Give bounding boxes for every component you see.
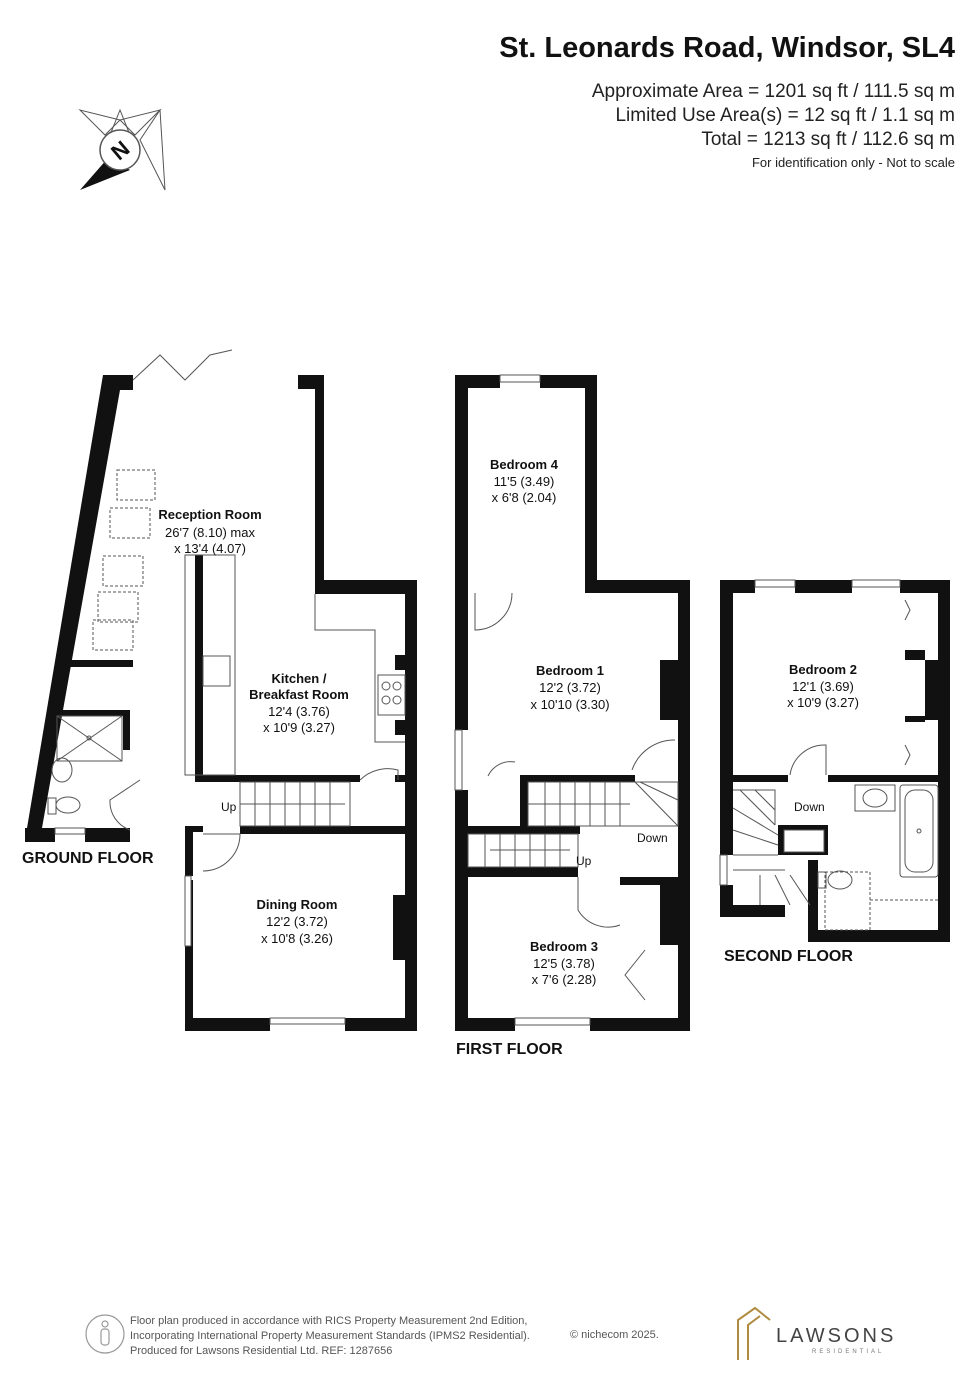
- reception-room-dim2: x 13'4 (4.07): [174, 541, 246, 556]
- compass-icon: N: [78, 108, 166, 191]
- second-floor-label: SECOND FLOOR: [724, 948, 853, 965]
- first-floor-fixtures: [454, 374, 679, 1026]
- bedroom-4-dim2: x 6'8 (2.04): [492, 490, 557, 505]
- footer-notes: Floor plan produced in accordance with R…: [130, 1314, 530, 1359]
- scale-note: For identification only - Not to scale: [751, 155, 955, 170]
- second-floor-fixtures: [719, 579, 939, 931]
- info-person-icon: [85, 1314, 125, 1354]
- footer-line-3: Produced for Lawsons Residential Ltd. RE…: [130, 1345, 393, 1357]
- ground-floor-label: GROUND FLOOR: [22, 850, 154, 867]
- dining-room-label: Dining Room: [257, 897, 338, 912]
- bedroom-3-dim1: 12'5 (3.78): [533, 956, 595, 971]
- first-floor-label: FIRST FLOOR: [456, 1041, 563, 1058]
- dining-room-dim2: x 10'8 (3.26): [261, 931, 333, 946]
- lawsons-logo-icon: [737, 1306, 771, 1360]
- first-floor-walls: [455, 375, 690, 1031]
- total-area: Total = 1213 sq ft / 112.6 sq m: [701, 129, 955, 150]
- first-stairs-down: Down: [637, 831, 668, 845]
- kitchen-dim1: 12'4 (3.76): [268, 704, 330, 719]
- footer-line-1: Floor plan produced in accordance with R…: [130, 1315, 528, 1327]
- ground-stairs-up: Up: [221, 800, 237, 814]
- reception-room-label: Reception Room: [158, 507, 261, 522]
- bedroom-3-label: Bedroom 3: [530, 939, 598, 954]
- second-stairs-down: Down: [794, 800, 825, 814]
- bedroom-1-label: Bedroom 1: [536, 663, 604, 678]
- kitchen-label-1: Kitchen /: [272, 671, 327, 686]
- property-title: St. Leonards Road, Windsor, SL4: [499, 32, 955, 64]
- bedroom-4-label: Bedroom 4: [490, 457, 559, 472]
- copyright: © nichecom 2025.: [570, 1329, 659, 1341]
- approximate-area: Approximate Area = 1201 sq ft / 111.5 sq…: [591, 81, 955, 102]
- ground-floor-fixtures: [47, 349, 406, 1025]
- limited-use-area: Limited Use Area(s) = 12 sq ft / 1.1 sq …: [615, 105, 955, 126]
- second-floor-walls: [720, 580, 950, 942]
- brand-subtitle: RESIDENTIAL: [812, 1349, 885, 1355]
- footer-line-2: Incorporating International Property Mea…: [130, 1330, 530, 1342]
- bedroom-1-dim1: 12'2 (3.72): [539, 680, 601, 695]
- bedroom-2-dim1: 12'1 (3.69): [792, 679, 854, 694]
- bedroom-4-dim1: 11'5 (3.49): [494, 474, 555, 489]
- ground-floor-walls: [25, 375, 417, 1031]
- kitchen-dim2: x 10'9 (3.27): [263, 720, 335, 735]
- bedroom-1-dim2: x 10'10 (3.30): [530, 697, 609, 712]
- kitchen-label-2: Breakfast Room: [249, 687, 349, 702]
- brand-name: LAWSONS: [776, 1325, 897, 1347]
- reception-room-dim1: 26'7 (8.10) max: [165, 525, 255, 540]
- bedroom-2-dim2: x 10'9 (3.27): [787, 695, 859, 710]
- bedroom-3-dim2: x 7'6 (2.28): [532, 972, 597, 987]
- dining-room-dim1: 12'2 (3.72): [266, 914, 328, 929]
- bedroom-2-label: Bedroom 2: [789, 662, 857, 677]
- first-stairs-up: Up: [576, 854, 592, 868]
